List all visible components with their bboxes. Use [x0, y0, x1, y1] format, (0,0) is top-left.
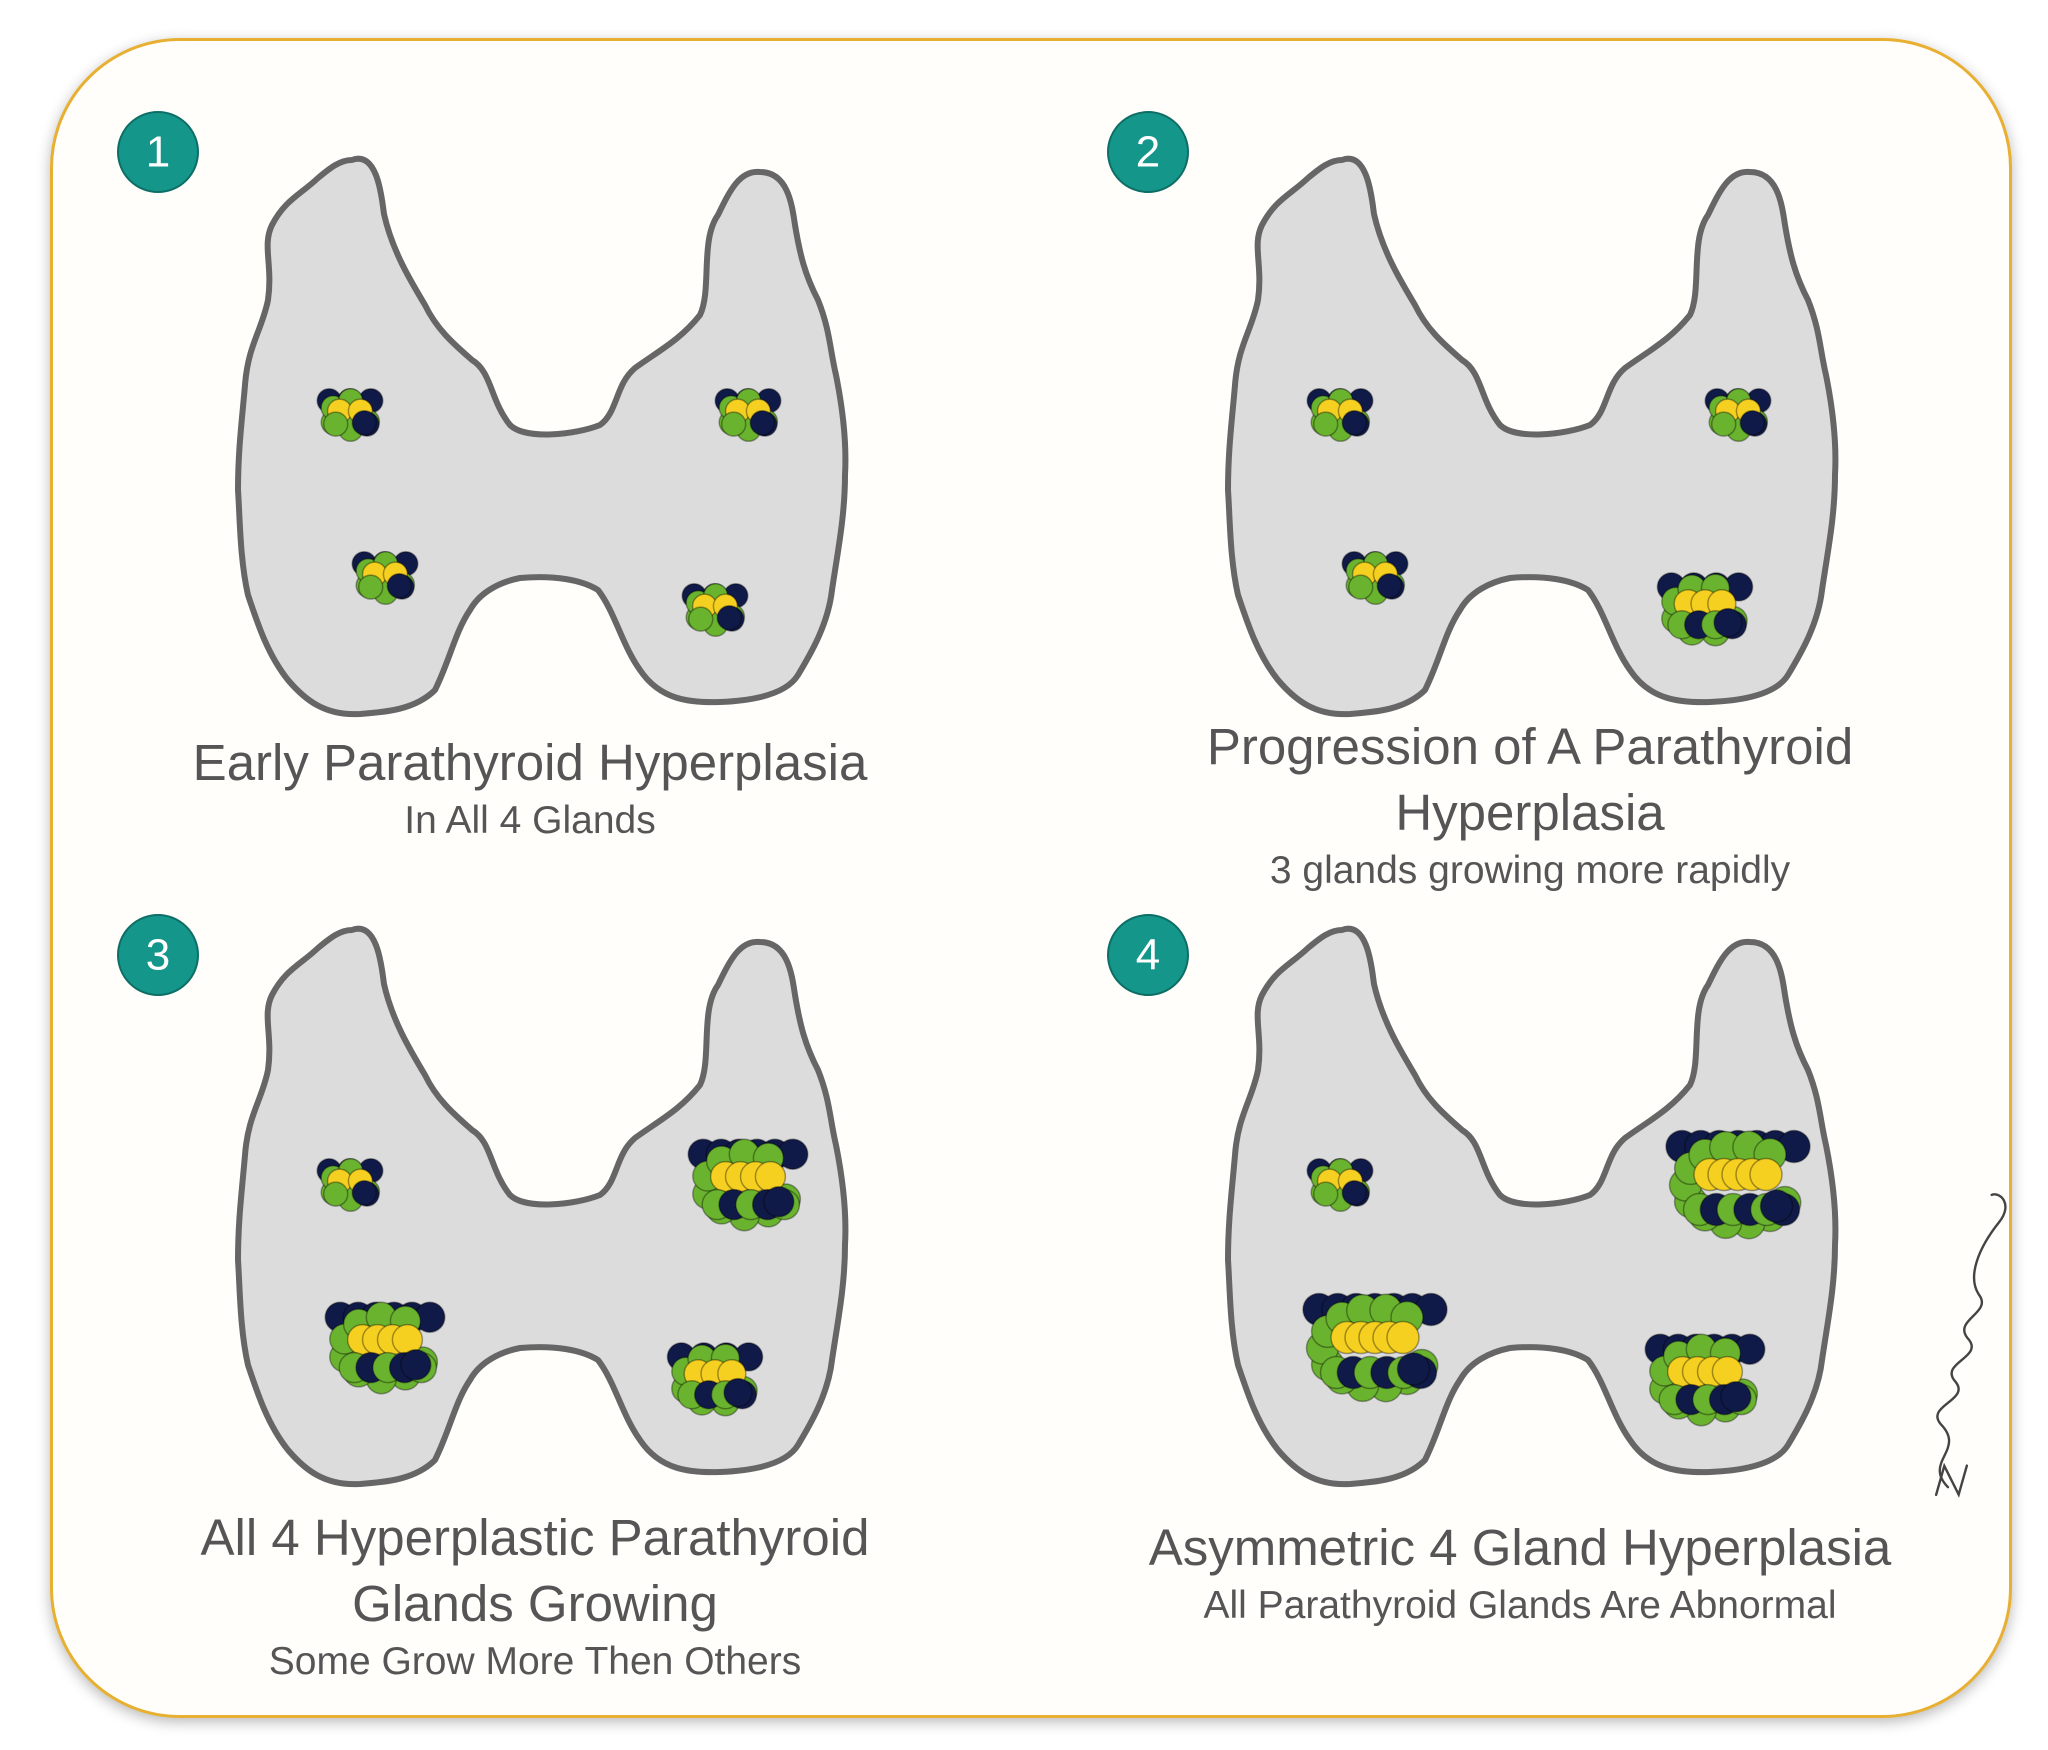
panel-2-title: Progression of A Parathyroid Hyperplasia [1206, 718, 1854, 841]
panel-3-subtitle: Some Grow More Then Others [268, 1640, 802, 1683]
panel-3-caption: All 4 Hyperplastic Parathyroid Glands Gr… [130, 1505, 940, 1687]
panel-4-caption: Asymmetric 4 Gland Hyperplasia All Parat… [1095, 1515, 1945, 1631]
panel-4-subtitle: All Parathyroid Glands Are Abnormal [1203, 1584, 1837, 1627]
panel-4-title: Asymmetric 4 Gland Hyperplasia [1148, 1519, 1892, 1576]
panel-3-title: All 4 Hyperplastic Parathyroid Glands Gr… [200, 1509, 870, 1632]
panel-2-caption: Progression of A Parathyroid Hyperplasia… [1130, 714, 1930, 896]
panel-1-title: Early Parathyroid Hyperplasia [192, 734, 868, 791]
panel-2-subtitle: 3 glands growing more rapidly [1269, 849, 1791, 892]
panel-1-subtitle: In All 4 Glands [404, 799, 656, 842]
panel-1-caption: Early Parathyroid Hyperplasia In All 4 G… [130, 730, 930, 846]
